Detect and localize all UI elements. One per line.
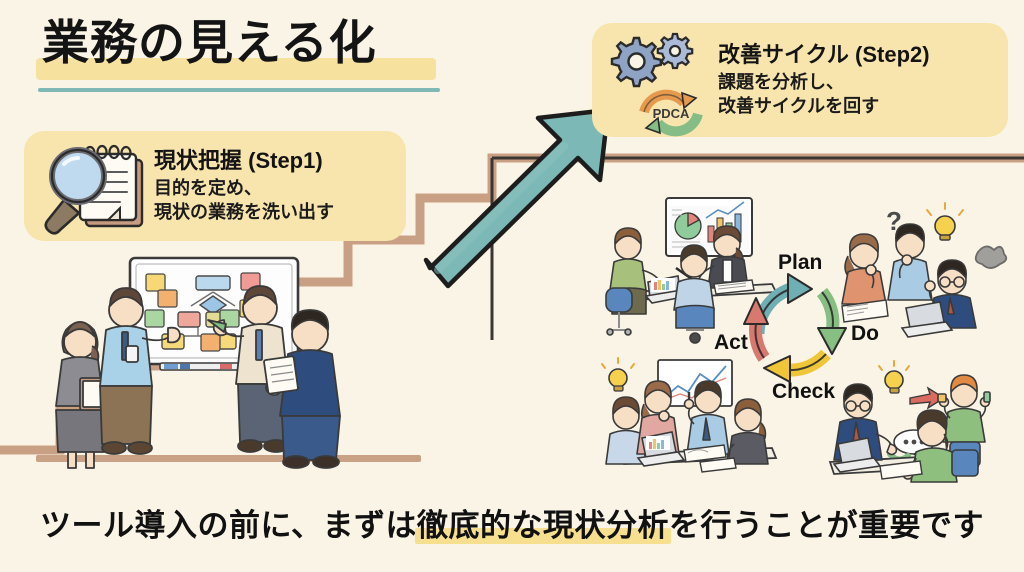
confusion-scribble-icon bbox=[974, 245, 1008, 269]
pdca-label-plan: Plan bbox=[778, 251, 823, 274]
lightbulb-icon bbox=[926, 202, 964, 241]
lightbulb-icon bbox=[878, 360, 910, 394]
callout-step1-text: 現状把握 (Step1) 目的を定め、 現状の業務を洗い出す bbox=[154, 147, 334, 224]
caption: ツール導入の前に、まずは 徹底的な現状分析 を行うことが重要です bbox=[0, 500, 1024, 545]
caption-highlight-bg bbox=[415, 528, 672, 544]
caption-after: を行うことが重要です bbox=[669, 508, 985, 543]
red-transfer-arrow-icon bbox=[909, 386, 946, 410]
pdca-label-check: Check bbox=[772, 380, 836, 403]
floor-line bbox=[36, 455, 421, 462]
magnifier-notepad-icon bbox=[34, 138, 154, 235]
callout-step2-line-2: 改善サイクルを回す bbox=[718, 95, 880, 116]
callout-step1[interactable]: 現状把握 (Step1) 目的を定め、 現状の業務を洗い出す bbox=[24, 131, 406, 241]
pdca-label-act: Act bbox=[714, 331, 748, 354]
callout-step2-text: 改善サイクル (Step2) 課題を分析し、 改善サイクルを回す bbox=[718, 41, 930, 118]
page-title-text: 業務の見える化 bbox=[42, 16, 377, 69]
lightbulb-icon bbox=[601, 357, 635, 392]
title-highlight bbox=[36, 58, 436, 80]
improvement-sharing-illustration bbox=[828, 360, 991, 483]
discussion-lightbulb-illustration bbox=[601, 357, 778, 473]
act-arrow bbox=[743, 297, 770, 362]
page-title: 業務の見える化 bbox=[36, 16, 440, 92]
whiteboard-meeting-illustration bbox=[55, 256, 341, 469]
pdca-cycle-diagram bbox=[743, 273, 847, 383]
callout-step2-heading: 改善サイクル (Step2) bbox=[718, 42, 930, 68]
callout-step1-line-1: 目的を定め、 bbox=[154, 177, 262, 198]
data-review-meeting-illustration bbox=[605, 197, 778, 344]
upward-growth-arrow bbox=[423, 107, 611, 289]
check-arrow bbox=[763, 349, 831, 383]
callout-step1-heading: 現状把握 (Step1) bbox=[154, 148, 323, 174]
callout-step1-line-2: 現状の業務を洗い出す bbox=[154, 201, 334, 222]
do-arrow bbox=[816, 287, 847, 355]
pdca-label-do: Do bbox=[851, 322, 879, 345]
callout-step2-line-1: 課題を分析し、 bbox=[718, 71, 844, 92]
gears-pdca-icon: PDCA bbox=[600, 30, 718, 137]
pdca-icon-label: PDCA bbox=[653, 106, 690, 121]
callout-step2[interactable]: PDCA 改善サイクル (Step2) 課題を分析し、 改善サイクルを回す bbox=[592, 23, 1008, 137]
caption-highlight: 徹底的な現状分析 bbox=[417, 508, 670, 543]
thinking-team-illustration: ? bbox=[841, 202, 1008, 338]
caption-before: ツール導入の前に、まずは bbox=[39, 508, 418, 543]
title-underline bbox=[38, 88, 440, 92]
